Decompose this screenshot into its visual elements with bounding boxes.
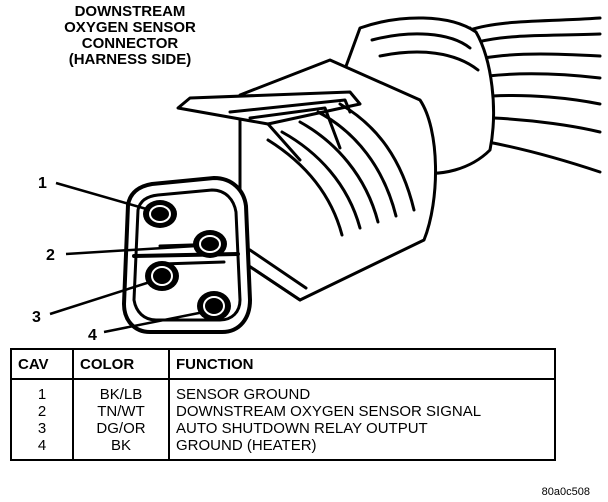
leader-line-3: [49, 280, 151, 316]
table-row: 2 TN/WT DOWNSTREAM OXYGEN SENSOR SIGNAL: [11, 403, 555, 420]
cavity-4: [197, 291, 231, 321]
cavity-2: [193, 230, 227, 258]
table-row: 1 BK/LB SENSOR GROUND: [11, 379, 555, 403]
leader-line-4: [103, 310, 205, 334]
connector-illustration: 1 2 3 4: [32, 16, 602, 344]
cell-cav: 2: [11, 403, 74, 420]
cell-function: AUTO SHUTDOWN RELAY OUTPUT: [176, 420, 428, 437]
callout-label-3: 3: [32, 309, 41, 326]
header-cav: CAV: [11, 349, 74, 380]
cell-function: SENSOR GROUND: [176, 386, 311, 403]
leader-line-1: [55, 181, 151, 212]
figure-id: 80a0c508: [541, 486, 590, 498]
cell-cav: 4: [11, 437, 74, 460]
diagram-title: DOWNSTREAM OXYGEN SENSOR CONNECTOR (HARN…: [30, 4, 230, 68]
pinout-table: CAV COLOR FUNCTION 1 BK/LB SENSOR GROUND…: [10, 348, 556, 461]
table-header-row: CAV COLOR FUNCTION: [11, 349, 555, 380]
cell-function: GROUND (HEATER): [176, 437, 317, 454]
cell-cav: 1: [11, 379, 74, 403]
header-function: FUNCTION: [169, 349, 555, 380]
leader-line-2: [65, 244, 197, 256]
header-color: COLOR: [73, 349, 170, 380]
callout-label-2: 2: [46, 247, 55, 264]
title-line: OXYGEN SENSOR: [64, 19, 196, 36]
callout-label-1: 1: [38, 175, 47, 192]
cell-color: TN/WT: [73, 403, 170, 420]
cell-color: BK/LB: [73, 379, 170, 403]
cavity-3: [145, 261, 179, 291]
table-row: 3 DG/OR AUTO SHUTDOWN RELAY OUTPUT: [11, 420, 555, 437]
table-row: 4 BK GROUND (HEATER): [11, 437, 555, 460]
cell-color: BK: [73, 437, 170, 460]
cell-function: DOWNSTREAM OXYGEN SENSOR SIGNAL: [176, 403, 482, 420]
cell-color: DG/OR: [73, 420, 170, 437]
callout-label-4: 4: [88, 327, 97, 344]
title-line: DOWNSTREAM: [74, 3, 186, 20]
cavity-1: [143, 200, 177, 228]
cell-cav: 3: [11, 420, 74, 437]
title-line: (HARNESS SIDE): [68, 51, 192, 68]
title-line: CONNECTOR: [81, 35, 179, 52]
